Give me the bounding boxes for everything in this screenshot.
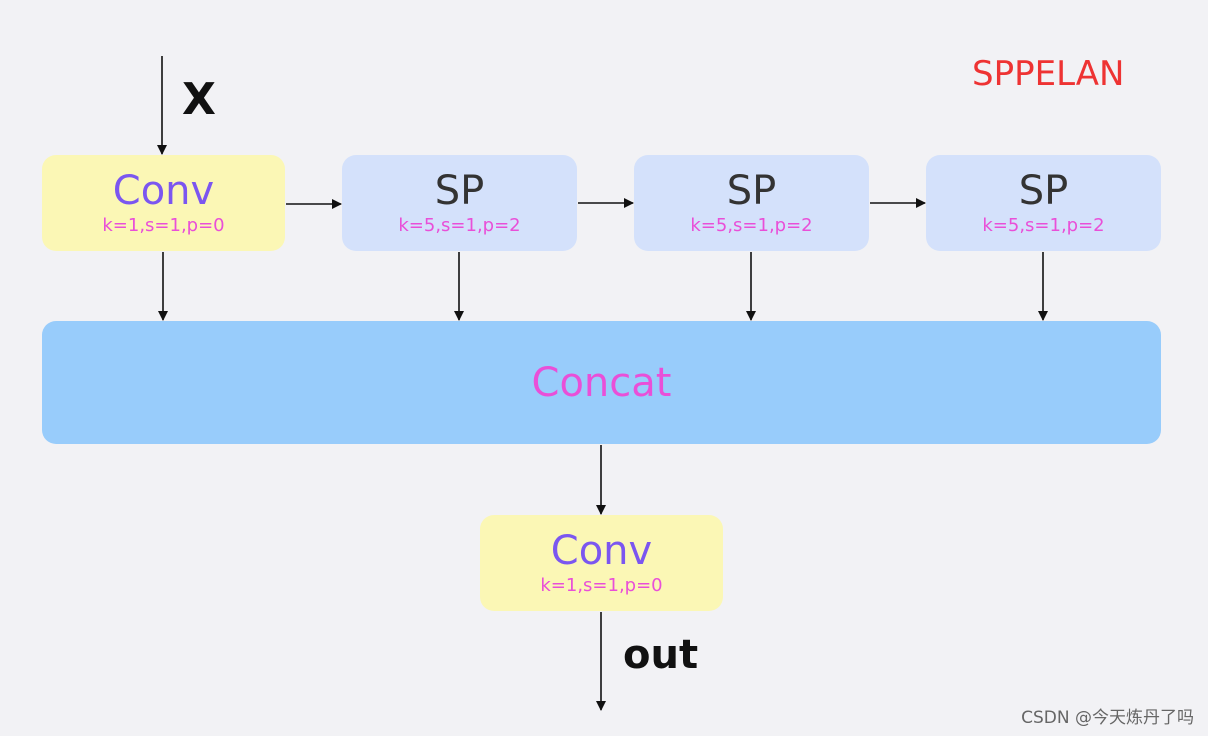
conv-block-bottom: Conv k=1,s=1,p=0 xyxy=(480,515,723,611)
sp-block-3: SP k=5,s=1,p=2 xyxy=(926,155,1161,251)
conv-block-top: Conv k=1,s=1,p=0 xyxy=(42,155,285,251)
sp-block-2: SP k=5,s=1,p=2 xyxy=(634,155,869,251)
sp-block-1: SP k=5,s=1,p=2 xyxy=(342,155,577,251)
conv-block-bottom-params: k=1,s=1,p=0 xyxy=(540,575,663,596)
conv-block-bottom-title: Conv xyxy=(550,528,653,574)
output-label: out xyxy=(623,632,699,678)
sp-block-1-params: k=5,s=1,p=2 xyxy=(398,215,521,236)
sp-block-1-title: SP xyxy=(434,168,485,214)
conv-block-top-params: k=1,s=1,p=0 xyxy=(102,215,225,236)
sp-block-2-title: SP xyxy=(726,168,777,214)
sp-block-3-title: SP xyxy=(1018,168,1069,214)
sp-block-2-params: k=5,s=1,p=2 xyxy=(690,215,813,236)
conv-block-top-title: Conv xyxy=(112,168,215,214)
concat-block: Concat xyxy=(42,321,1161,444)
sp-block-3-params: k=5,s=1,p=2 xyxy=(982,215,1105,236)
input-label: X xyxy=(182,74,216,125)
diagram-title: SPPELAN xyxy=(972,54,1125,94)
watermark-text: CSDN @今天炼丹了吗 xyxy=(1021,708,1194,728)
concat-block-title: Concat xyxy=(531,359,672,406)
